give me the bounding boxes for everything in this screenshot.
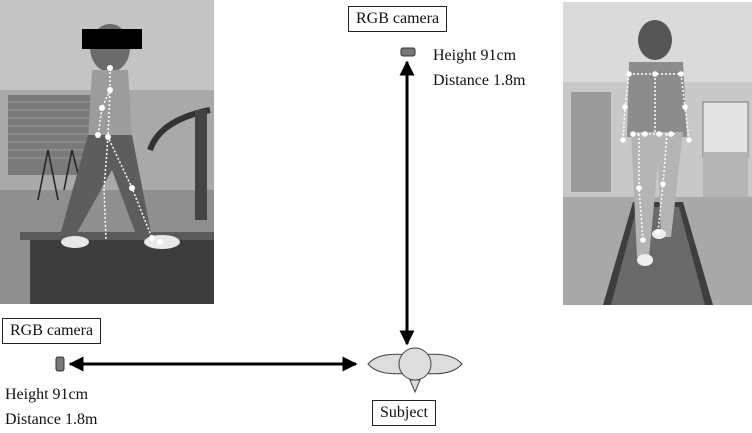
side-camera-distance: Distance 1.8m [5,411,98,428]
side-view-photo [0,0,214,304]
subject-label: Subject [372,400,436,426]
front-view-photo-illustration [563,2,752,305]
camera-icon [55,356,65,372]
overhead-camera-specs: Height 91cm Distance 1.8m [433,43,525,93]
subject-top-view-icon [367,347,463,394]
side-camera-label: RGB camera [2,318,102,344]
overhead-camera-distance: Distance 1.8m [433,72,526,89]
front-view-photo [563,2,752,305]
side-camera-specs: Height 91cm Distance 1.8m [5,382,97,432]
camera-icon [400,47,416,57]
overhead-camera-height: Height 91cm [433,47,517,64]
side-view-photo-illustration [0,0,214,304]
side-camera-height: Height 91cm [5,386,89,403]
overhead-camera-label: RGB camera [348,6,448,32]
